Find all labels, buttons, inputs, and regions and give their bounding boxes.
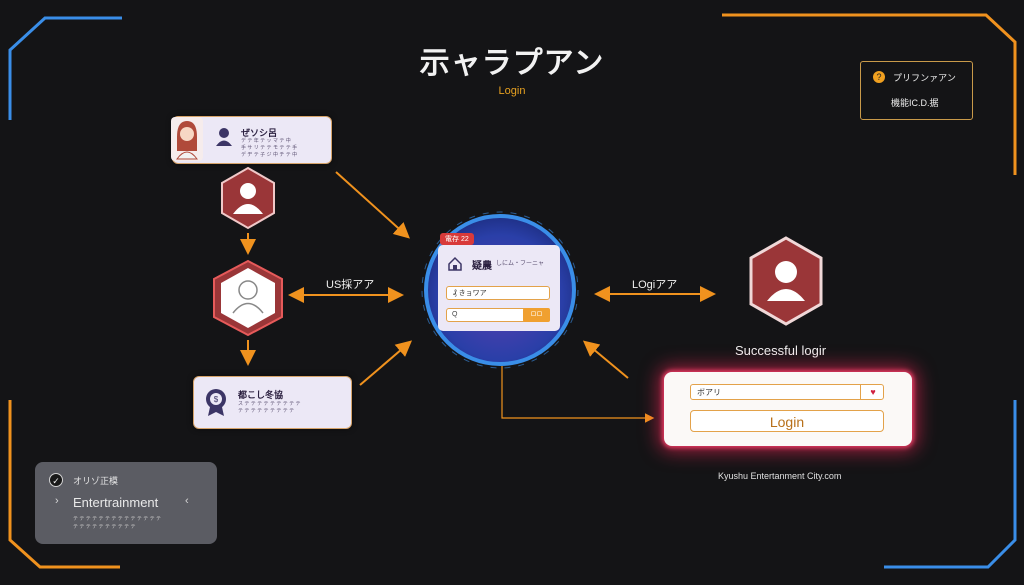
page-subtitle: Login bbox=[498, 85, 526, 97]
user-card-top[interactable]: ぜソシ呂 デ テ 年 テ ッ マ テ 中 手 サ リ テ テ モ テ テ 手 デ… bbox=[171, 116, 332, 164]
arrow-label-right: LOgiアア bbox=[632, 279, 678, 291]
center-subtitle: しにム・フーニャ bbox=[496, 261, 545, 267]
success-user-hex-icon bbox=[749, 236, 823, 326]
svg-text:$: $ bbox=[214, 395, 219, 404]
user-icon bbox=[216, 128, 232, 146]
entertainment-line2: テ テ テ テ テ テ テ テ テ テ bbox=[73, 524, 136, 530]
center-search-input[interactable]: Q ロロ bbox=[446, 308, 550, 322]
auth-card-title: 都こし冬協 bbox=[238, 390, 284, 400]
girl-avatar-icon bbox=[171, 117, 203, 161]
center-title: 疑農 bbox=[472, 261, 492, 272]
center-login-card[interactable]: 疑農 しにム・フーニャ ₰ きョワア Q ロロ bbox=[438, 245, 560, 331]
user-card-title: ぜソシ呂 bbox=[241, 128, 278, 138]
login-field[interactable]: ボアリ bbox=[690, 384, 884, 400]
center-badge: 電存 22 bbox=[440, 233, 474, 245]
user-card-line1: デ テ 年 テ ッ マ テ 中 bbox=[241, 138, 291, 144]
success-label: Successful logir bbox=[735, 343, 827, 358]
auth-card-bottom[interactable]: $ 都こし冬協 ス テ テ テ テ テ テ テ テ テ テ テ テ テ テ テ … bbox=[193, 376, 352, 429]
entertainment-top: オリゾ正模 bbox=[73, 476, 119, 486]
auth-card-line2: テ テ テ テ テ テ テ テ テ bbox=[238, 408, 295, 414]
entertainment-card[interactable]: ✓ オリゾ正模 › Entertrainment ‹ テ テ テ テ テ テ テ… bbox=[35, 462, 217, 544]
auth-card-line1: ス テ テ テ テ テ テ テ テ テ bbox=[238, 401, 301, 407]
user-hex-icon-top bbox=[221, 166, 275, 230]
entertainment-line1: テ テ テ テ テ テ テ テ テ テ テ テ テ テ bbox=[73, 516, 162, 522]
center-button[interactable]: ロロ bbox=[523, 308, 550, 322]
search-icon: Q bbox=[452, 311, 458, 318]
login-button[interactable]: Login bbox=[690, 410, 884, 432]
user-card-line2: 手 サ リ テ テ モ テ テ 手 bbox=[241, 145, 298, 151]
center-field-1[interactable]: ₰ きョワア bbox=[446, 286, 550, 300]
info-line2: 機能IC.D.据 bbox=[891, 98, 939, 108]
user-card-line3: デ ヂ テ 子 ジ 中 チ テ 中 bbox=[241, 152, 298, 158]
chevron-left-icon: ‹ bbox=[185, 495, 189, 507]
entertainment-title: Entertrainment bbox=[73, 495, 159, 510]
badge-icon: $ bbox=[206, 389, 226, 416]
arrow-label-left: US採アア bbox=[326, 279, 375, 291]
check-icon: ✓ bbox=[49, 473, 63, 487]
info-line1: プリフンァアン bbox=[893, 73, 956, 83]
page-title: 示ャラプアン bbox=[419, 47, 605, 80]
home-icon bbox=[448, 256, 462, 271]
chevron-right-icon: › bbox=[55, 495, 59, 507]
user-hex-icon-mid bbox=[213, 259, 283, 337]
login-panel: ボアリ ♥ Login bbox=[664, 372, 912, 446]
info-icon: ? bbox=[873, 71, 885, 83]
footer-text: Kyushu Entertanment City.com bbox=[718, 471, 842, 481]
info-box: ? プリフンァアン 機能IC.D.据 bbox=[860, 61, 973, 120]
heart-icon[interactable]: ♥ bbox=[860, 384, 885, 400]
